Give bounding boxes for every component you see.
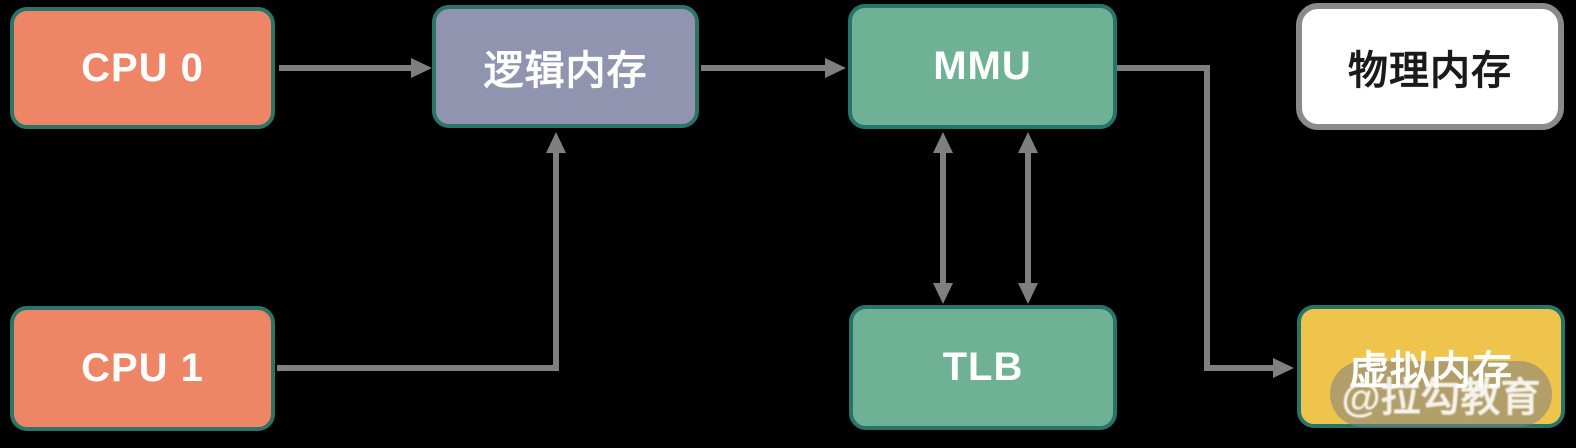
- arrow-cpu1-to-logical-memory: [277, 132, 566, 371]
- node-cpu0: CPU 0: [10, 7, 275, 129]
- node-cpu1: CPU 1: [10, 306, 275, 431]
- node-logical-memory-label: 逻辑内存: [483, 48, 648, 93]
- node-mmu: MMU: [848, 4, 1117, 129]
- node-cpu1-label: CPU 1: [81, 346, 204, 390]
- node-physical-memory-label: 物理内存: [1348, 48, 1512, 93]
- node-mmu-label: MMU: [933, 44, 1032, 88]
- arrow-mmu-to-virtual-memory: [1117, 65, 1294, 378]
- node-logical-memory: 逻辑内存: [432, 5, 699, 128]
- arrow-logical-memory-to-mmu: [701, 58, 846, 78]
- node-cpu0-label: CPU 0: [81, 45, 204, 90]
- arrow-mmu-tlb-right: [1018, 132, 1038, 304]
- arrow-mmu-tlb-left: [933, 132, 953, 304]
- node-virtual-memory-label: 虚拟内存: [1349, 348, 1513, 393]
- node-tlb: TLB: [849, 305, 1117, 430]
- watermark-text: @拉勾教育: [1341, 376, 1541, 420]
- node-tlb-label: TLB: [942, 345, 1024, 389]
- arrow-cpu0-to-logical-memory: [279, 58, 432, 78]
- watermark-badge: @拉勾教育: [1330, 361, 1552, 427]
- node-physical-memory: 物理内存: [1296, 3, 1564, 130]
